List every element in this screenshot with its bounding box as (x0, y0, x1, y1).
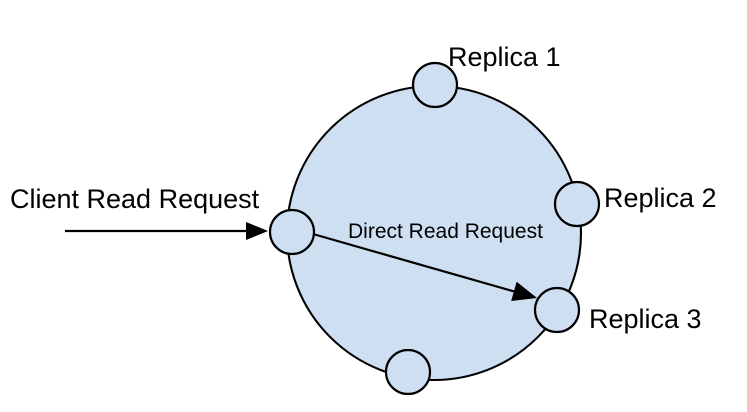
node-coordinator[interactable] (268, 208, 316, 256)
node-replica-3[interactable] (533, 286, 581, 334)
direct-read-request-arrowhead (511, 281, 537, 302)
label-replica-1: Replica 1 (448, 42, 561, 72)
node-replica-bottom[interactable] (384, 348, 432, 396)
direct-read-request-line (312, 232, 517, 294)
label-client-read-request: Client Read Request (10, 184, 260, 214)
label-direct-read-request: Direct Read Request (348, 220, 543, 243)
node-replica-2[interactable] (553, 180, 601, 228)
client-read-request-arrowhead (246, 222, 268, 240)
node-replica-1[interactable] (411, 61, 459, 109)
label-replica-3: Replica 3 (589, 304, 702, 334)
label-replica-2: Replica 2 (604, 183, 717, 213)
